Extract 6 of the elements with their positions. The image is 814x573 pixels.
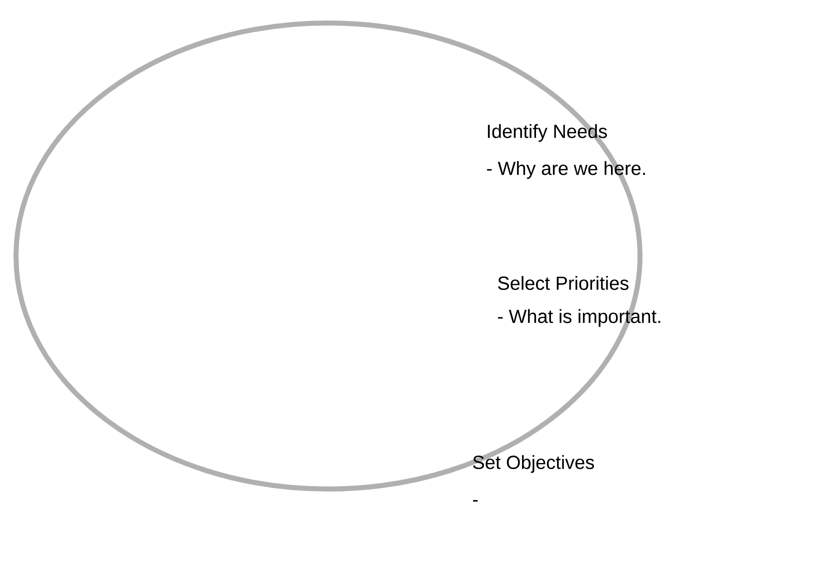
label-text: - What is important. (498, 309, 660, 327)
label-text: Identify Needs (488, 124, 607, 142)
label-text: Select Priorities (498, 276, 628, 290)
label-text: - (473, 500, 478, 502)
label-text: Set Objectives (473, 455, 594, 473)
label-text: - Why are we here. (487, 161, 645, 179)
